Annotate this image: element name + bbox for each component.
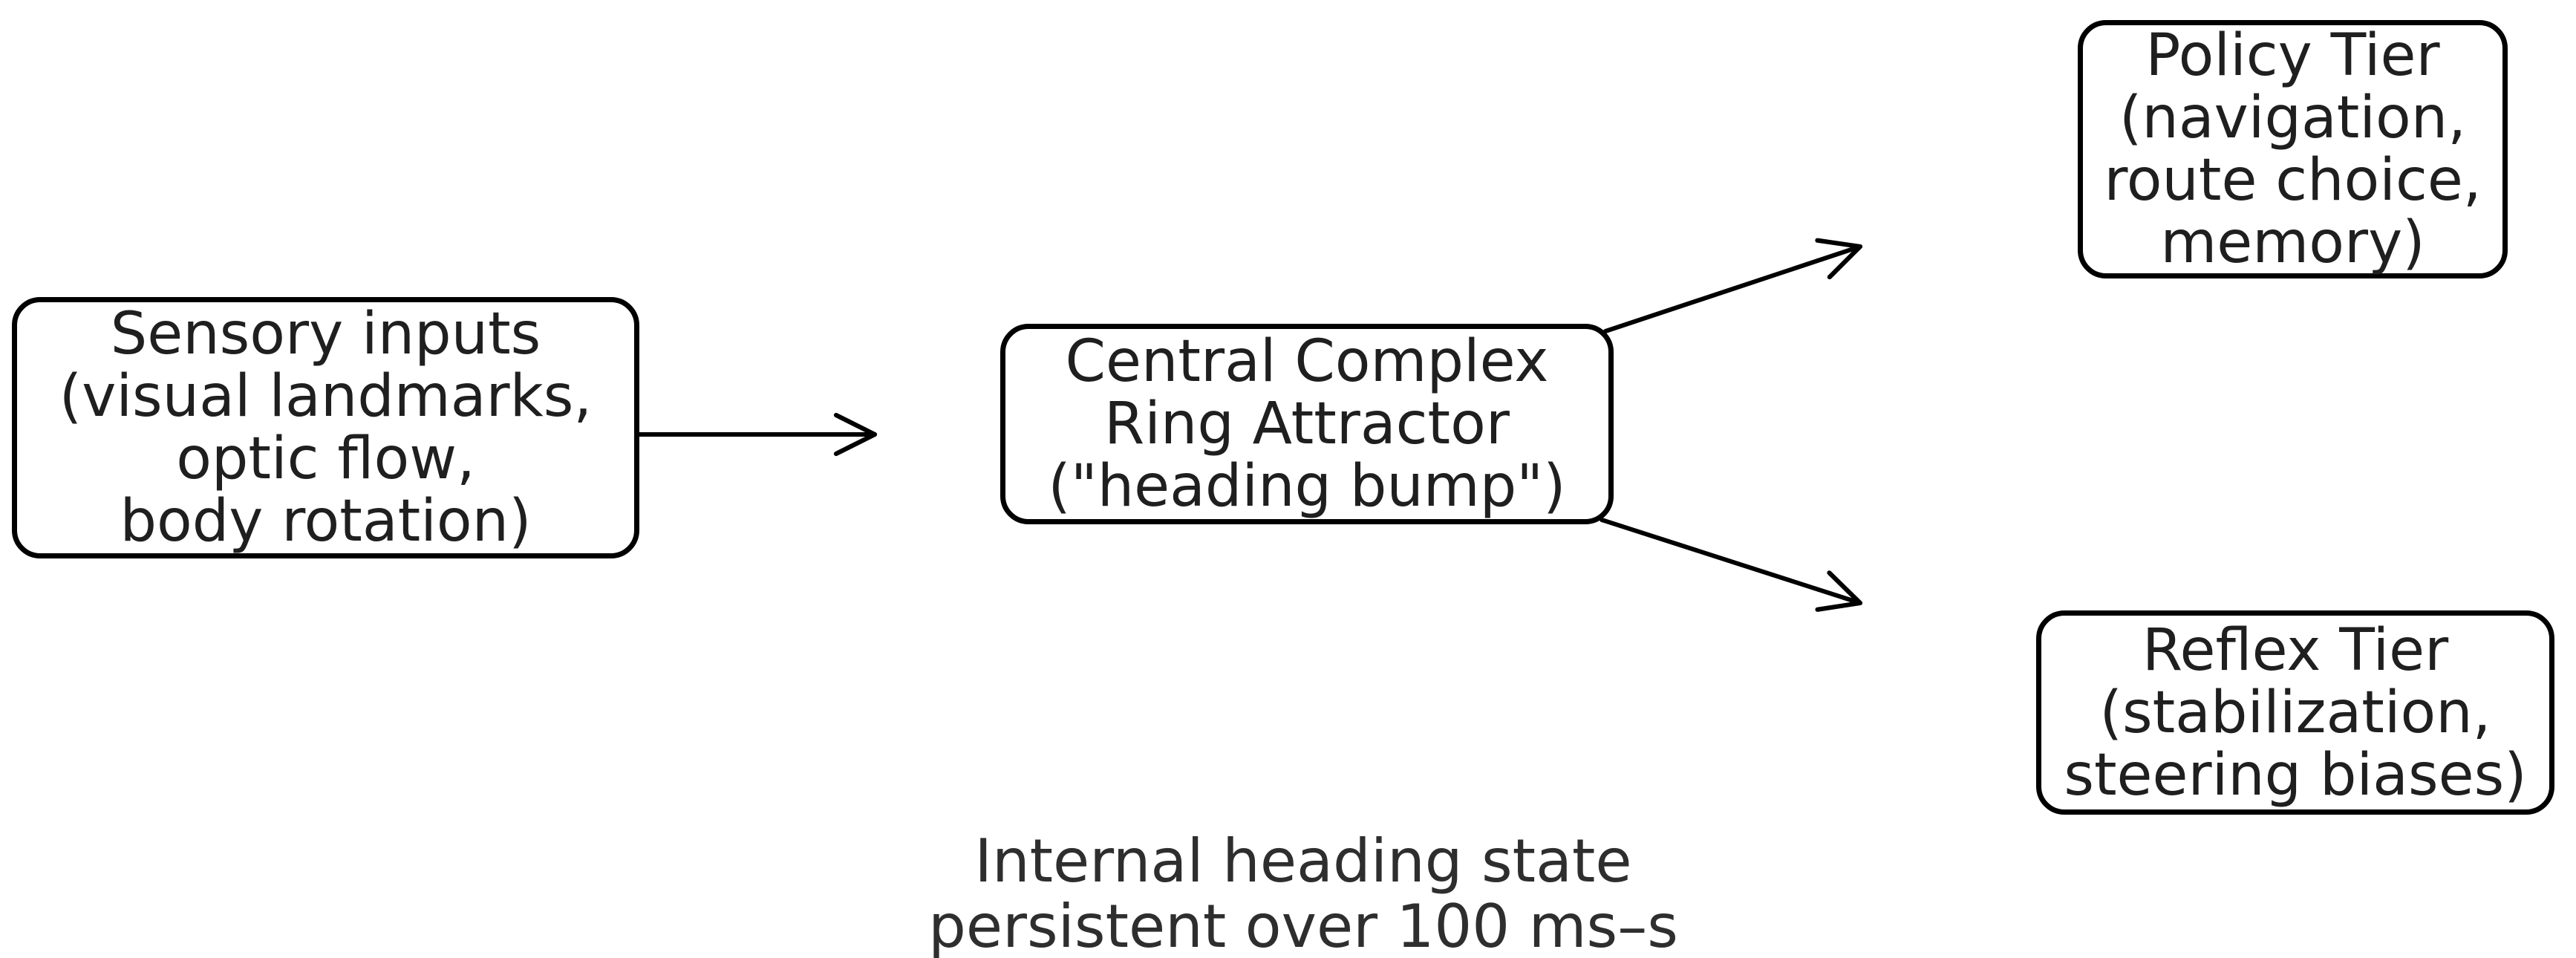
diagram-caption-line: Internal heading state [974, 827, 1632, 896]
node-policy-tier-line: route choice, [2104, 147, 2482, 214]
node-policy-tier-line: Policy Tier [2145, 22, 2440, 89]
node-central-complex-ring-attractor: Central Complex Ring Attractor ("heading… [1000, 324, 1614, 524]
edge-central-to-policy-arrow [1603, 238, 1863, 333]
diagram-caption-line: persistent over 100 ms–s [928, 892, 1678, 958]
node-sensory-inputs-line: (visual landmarks, [59, 363, 593, 430]
node-policy-tier-line: memory) [2160, 209, 2425, 276]
node-central-complex-line: Central Complex [1065, 328, 1549, 395]
node-reflex-tier-line: (stabilization, [2099, 679, 2491, 746]
node-reflex-tier-line: steering biases) [2064, 741, 2527, 809]
node-policy-tier-line: (navigation, [2119, 85, 2466, 151]
node-policy-tier: Policy Tier (navigation, route choice, m… [2078, 20, 2508, 278]
node-central-complex-line: Ring Attractor [1104, 391, 1510, 457]
node-sensory-inputs-line: Sensory inputs [110, 301, 541, 368]
node-central-complex-line: ("heading bump") [1048, 453, 1566, 520]
node-reflex-tier-line: Reflex Tier [2142, 616, 2449, 684]
diagram-caption: Internal heading state persistent over 1… [783, 829, 1823, 958]
node-sensory-inputs-line: optic flow, [176, 426, 475, 492]
node-reflex-tier: Reflex Tier (stabilization, steering bia… [2036, 610, 2554, 815]
edge-central-to-reflex-arrow [1600, 518, 1863, 612]
node-sensory-inputs-line: body rotation) [120, 488, 532, 555]
node-sensory-inputs: Sensory inputs (visual landmarks, optic … [12, 297, 639, 558]
